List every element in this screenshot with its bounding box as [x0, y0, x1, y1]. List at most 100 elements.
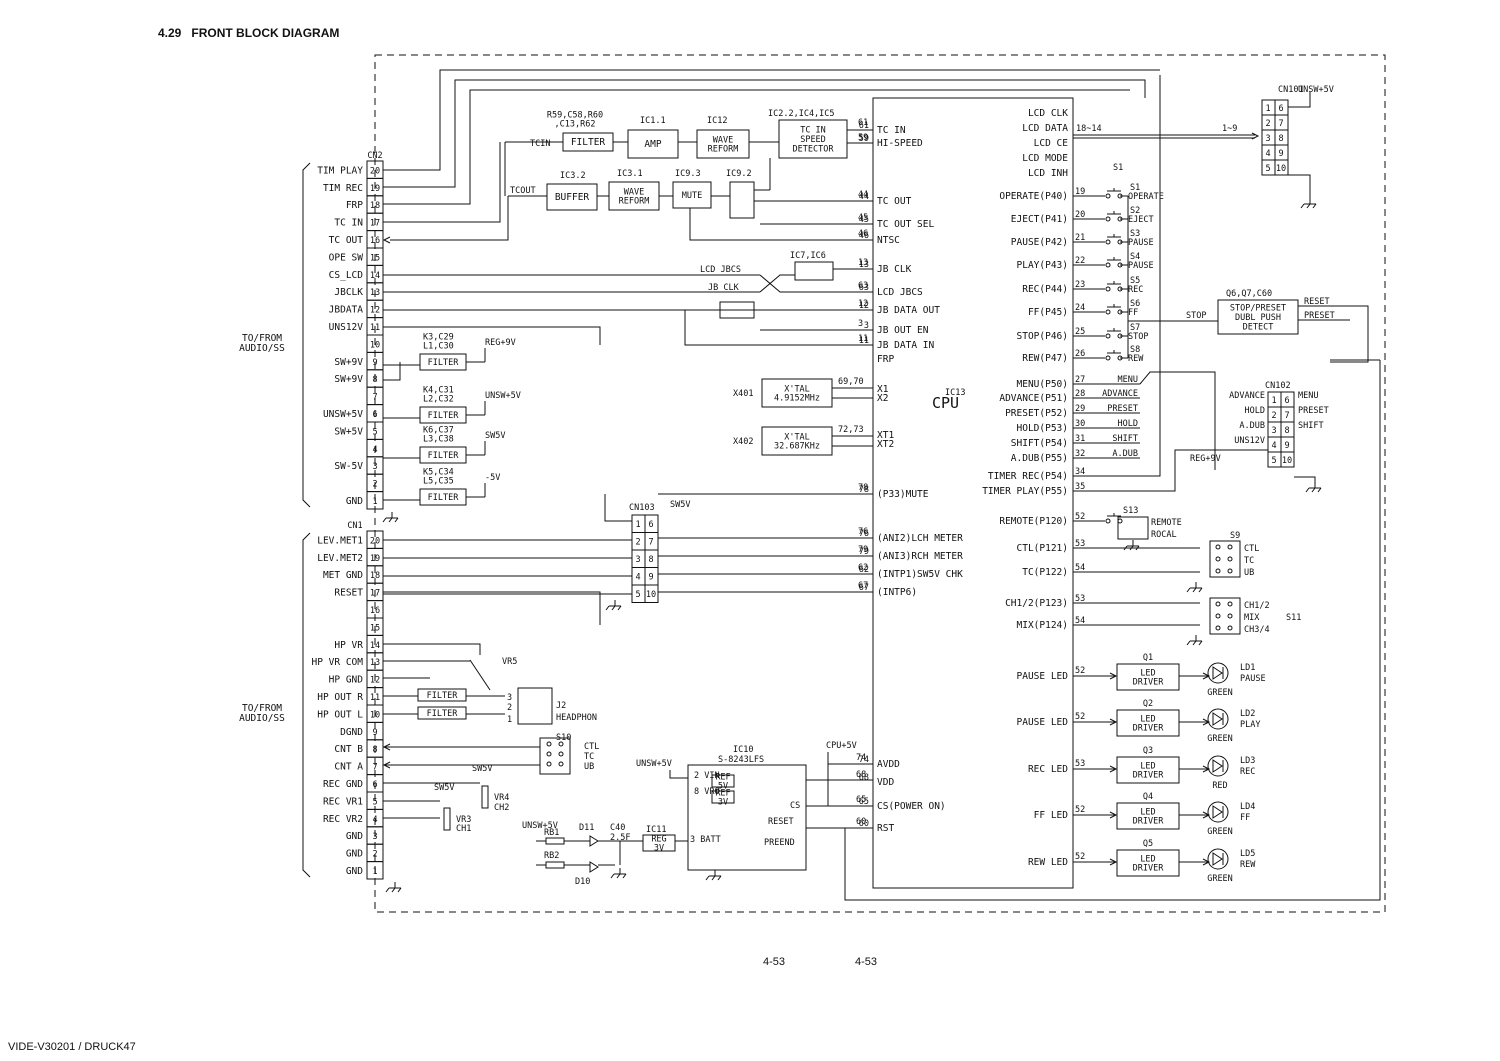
- cn2-pin-number: 10: [370, 340, 380, 350]
- crystal-ref: X402: [733, 437, 753, 447]
- cn1-pin-number: 17: [370, 589, 380, 599]
- s13-rocal-label: ROCAL: [1151, 530, 1177, 540]
- key-switch-operate-ref: S1: [1130, 183, 1140, 193]
- page-number-right: 4-53: [855, 956, 878, 968]
- cn2-pin-label: OPE SW: [329, 252, 364, 263]
- cn1-pin-number: 5: [372, 797, 377, 807]
- cpu-left-pin-label: TC OUT: [877, 196, 912, 207]
- cpu-left-pin-number: 74: [859, 755, 869, 765]
- cpu-right-pin-label: MENU(P50): [1017, 379, 1068, 390]
- d11-ref: D11: [579, 823, 594, 833]
- cpu-right-pin-number: 54: [1075, 563, 1085, 573]
- cn1-pin-label: LEV.MET2: [317, 553, 363, 564]
- cn2-pin-number: 8: [372, 375, 377, 385]
- cpu-left-pin-label: (INTP1)SW5V CHK: [877, 569, 963, 580]
- cn102-pin-number: 3: [1271, 426, 1276, 436]
- wave1-ref: IC12: [707, 116, 727, 126]
- cpu-left-pin-label: X1: [877, 384, 889, 395]
- cn1-pin-label: CNT B: [334, 744, 363, 755]
- timer-rec-line: [1073, 75, 1161, 477]
- power-filter-block-label: FILTER: [428, 451, 460, 461]
- ic10-supply-label: UNSW+5V: [636, 759, 672, 769]
- ic7-ref: IC7,IC6: [790, 251, 826, 261]
- ic10-ref: IC10: [733, 745, 753, 755]
- vr5-ref: VR5: [502, 657, 517, 667]
- stop-preset-block: [1217, 299, 1299, 335]
- cn101-pin-number: 5: [1265, 164, 1270, 174]
- cn2-pin-number: 12: [370, 306, 380, 316]
- led-driver-ref: Q2: [1143, 699, 1153, 709]
- led-pin-number: 53: [1075, 759, 1085, 769]
- cn1-pin: [366, 861, 384, 880]
- crystal-block: [761, 426, 833, 456]
- key-switch-stop-ref: S7: [1130, 323, 1140, 333]
- led-diode-icon: [1212, 852, 1223, 866]
- key-switch-eject-label: EJECT: [1128, 215, 1154, 225]
- vr4-ref: VR4: [494, 793, 509, 803]
- c40-ref: C40: [610, 823, 625, 833]
- cn101-pin-number: 4: [1265, 149, 1270, 159]
- cpu-right-pin-label: PAUSE(P42): [1011, 237, 1068, 248]
- ic10-ground-icon: [711, 875, 716, 881]
- cn1-pin-number: 19: [370, 554, 380, 564]
- cpu-right-pin-number: 53: [1075, 539, 1085, 549]
- power-filter-output-label: -5V: [485, 473, 500, 483]
- cpu-right-pin-number: 31: [1075, 434, 1085, 444]
- cpu-right-pin-label: LCD CE: [1034, 138, 1069, 149]
- cn103-pin-number: 10: [646, 590, 656, 600]
- cpu-right-pin-label: SHIFT(P54): [1011, 438, 1068, 449]
- tc-out-feed: [390, 196, 509, 241]
- cpu-left-pin-label: XT1: [877, 430, 894, 441]
- hi-speed-pin: 59: [858, 133, 868, 143]
- lcd-jbcs-pin: 63: [858, 281, 868, 291]
- vr4-icon: [481, 785, 489, 809]
- s13-switch-contact: [1105, 518, 1111, 524]
- s9-switch-item: TC: [1244, 556, 1254, 566]
- cs-pin: 65: [856, 795, 866, 805]
- cn2-pin-label: SW+5V: [334, 426, 363, 437]
- s10-contact: [558, 751, 564, 757]
- battery-unsw-label: UNSW+5V: [522, 821, 558, 831]
- hp-filter-r-label: FILTER: [427, 691, 459, 701]
- cn2-pin-label: UNS12V: [329, 322, 364, 333]
- cn1-pin-label: RESET: [334, 588, 363, 599]
- ic7-switch: [794, 261, 834, 281]
- key-switch-eject-ref: S2: [1130, 206, 1140, 216]
- diagram-title: FRONT BLOCK DIAGRAM: [191, 26, 340, 40]
- led-icon: [1207, 801, 1229, 823]
- cpu-right-pin-number: 52: [1075, 512, 1085, 522]
- cpu-left-pin-number: 63: [859, 283, 869, 293]
- cpu-right-pin-number: 23: [1075, 280, 1085, 290]
- ic10-vro: 8 VRO: [694, 787, 720, 797]
- preset-out-label: PRESET: [1304, 311, 1335, 321]
- cpu-right-pin-label: A.DUB(P55): [1011, 453, 1068, 464]
- cn1-pin-number: 6: [372, 780, 377, 790]
- cn102-right-label: SHIFT: [1298, 421, 1324, 431]
- cn101-pin-number: 9: [1278, 149, 1283, 159]
- tim-rec-bus: [383, 79, 1146, 188]
- cn102-pin-number: 5: [1271, 456, 1276, 466]
- led-driver-ref: Q1: [1143, 653, 1153, 663]
- cn102-pin: [1280, 451, 1295, 468]
- cn103-pin-number: 9: [648, 573, 653, 583]
- cn1-pin-label: HP VR COM: [312, 657, 364, 668]
- ic10-ground-icon: [705, 875, 710, 881]
- cn102-ground-icon: [1317, 487, 1322, 493]
- cpu-right-pin-number: 27: [1075, 375, 1085, 385]
- cn1-pin-label: HP OUT R: [317, 692, 363, 703]
- cn2-pin-number: 5: [372, 427, 377, 437]
- cpu-right-pin-label: PRESET(P52): [1005, 408, 1068, 419]
- s9-switch-item: CTL: [1244, 544, 1259, 554]
- s9-switch-contact: [1227, 544, 1233, 550]
- stop-preset-ref: Q6,Q7,C60: [1226, 289, 1272, 299]
- cpu-right-pin-number: 30: [1075, 419, 1085, 429]
- cn101-pin-number: 7: [1278, 119, 1283, 129]
- key-switch-pause-ref: S4: [1130, 252, 1140, 262]
- cn1-pin-number: 7: [372, 763, 377, 773]
- cn2-pin-number: 9: [372, 358, 377, 368]
- s11-ground-icon: [1198, 640, 1203, 646]
- cn1-pin-number: 14: [370, 641, 380, 651]
